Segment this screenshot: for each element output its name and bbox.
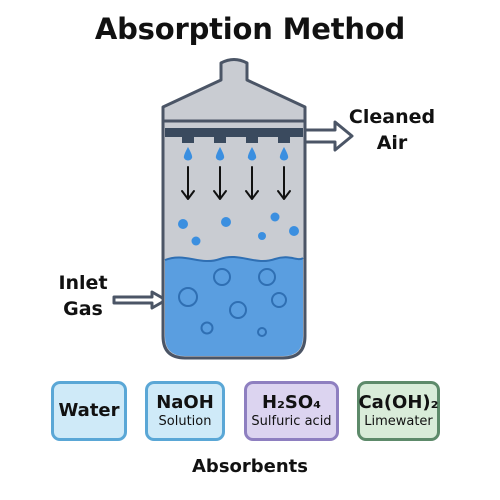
- droplet: [279, 147, 289, 161]
- spray-nozzle: [278, 135, 290, 143]
- spray-bar: [165, 128, 303, 137]
- absorbent-box-water: Water: [51, 381, 127, 441]
- absorbent-box-naoh: NaOH Solution: [145, 381, 225, 441]
- absorbent-subtitle: Limewater: [364, 414, 433, 429]
- down-arrow: [213, 166, 227, 200]
- absorbent-name: Water: [58, 400, 120, 421]
- absorbent-box-h2so4: H₂SO₄ Sulfuric acid: [244, 381, 339, 441]
- droplet: [247, 147, 257, 161]
- outlet-arrow: [300, 120, 354, 152]
- droplet: [183, 147, 193, 161]
- gas-bubbles: [178, 268, 287, 337]
- absorbent-name: Ca(OH)₂: [358, 392, 439, 413]
- falling-drop: [191, 236, 201, 246]
- droplet: [215, 147, 225, 161]
- absorbent-name: NaOH: [156, 392, 214, 413]
- page-title: Absorption Method: [94, 12, 406, 46]
- down-arrow: [181, 166, 195, 200]
- falling-drop: [258, 232, 266, 240]
- spray-nozzle: [214, 135, 226, 143]
- vessel-dome: [161, 58, 307, 123]
- absorbents-caption: Absorbents: [192, 456, 308, 477]
- spray-nozzle: [182, 135, 194, 143]
- absorbent-box-limewater: Ca(OH)₂ Limewater: [357, 381, 440, 441]
- down-arrow: [277, 166, 291, 200]
- absorbent-name: H₂SO₄: [261, 392, 322, 413]
- spray-nozzle: [246, 135, 258, 143]
- falling-drop: [221, 217, 231, 227]
- absorbent-subtitle: Solution: [158, 414, 212, 429]
- cleaned-air-label: Cleaned Air: [348, 106, 436, 154]
- falling-drop: [270, 212, 280, 222]
- absorbent-liquid: [165, 256, 303, 356]
- down-arrow: [245, 166, 259, 200]
- liquid-surface-line: [164, 256, 304, 262]
- falling-drop: [178, 219, 188, 229]
- falling-drop: [289, 226, 299, 236]
- absorbent-subtitle: Sulfuric acid: [251, 414, 332, 429]
- inlet-gas-label: Inlet Gas: [58, 272, 108, 320]
- inlet-arrow: [112, 290, 168, 310]
